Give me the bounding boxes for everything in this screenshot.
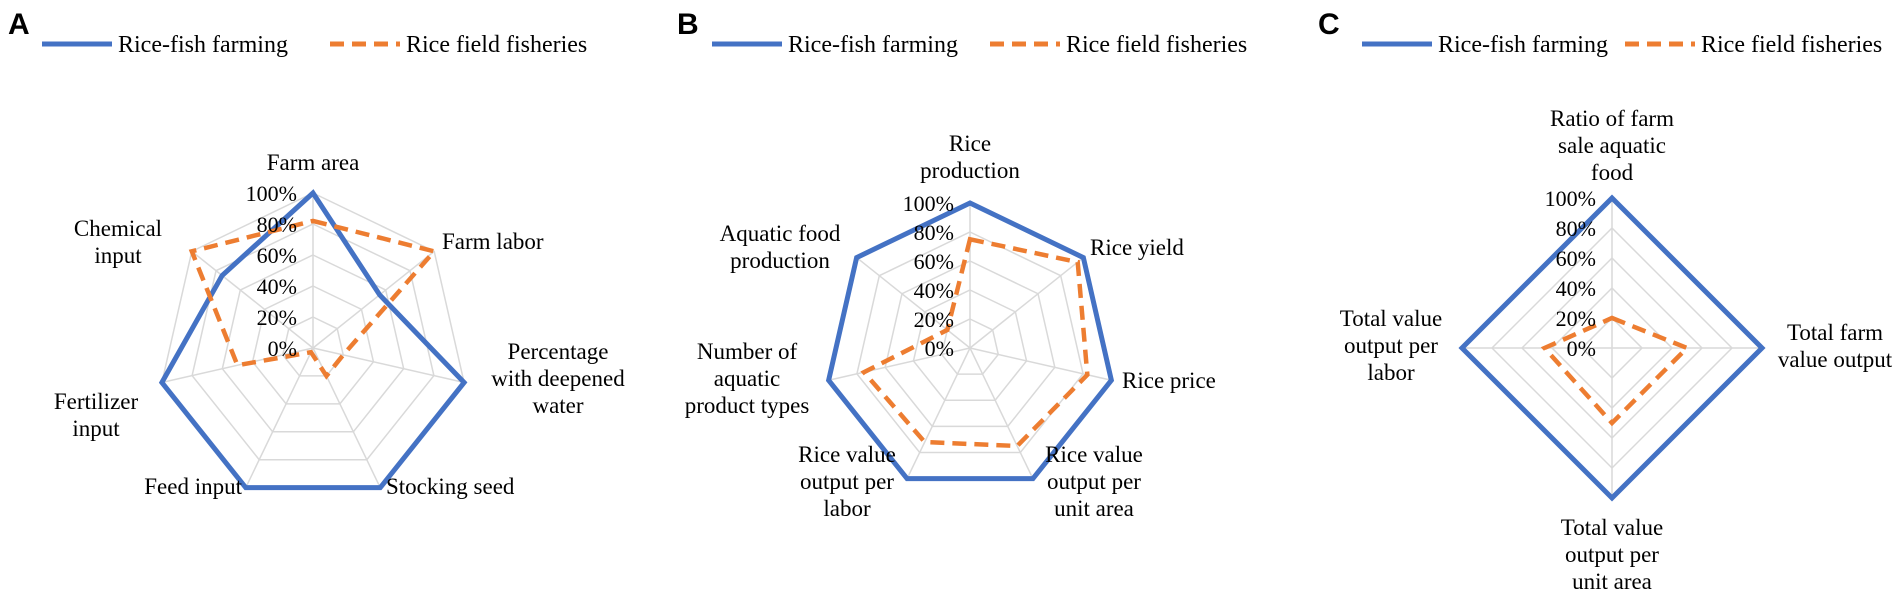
radial-tick-label: 100% [903, 191, 954, 216]
axis-spoke [312, 347, 465, 384]
grid-ring [856, 231, 1084, 454]
series-polygon-rice-fish-farming [1458, 194, 1766, 502]
radial-tick-label: 80% [1556, 216, 1596, 241]
radial-tick-label: 100% [1545, 186, 1596, 211]
radial-tick-label: 60% [914, 249, 954, 274]
radial-tick-label: 40% [914, 278, 954, 303]
radial-tick-label: 20% [257, 305, 297, 330]
grid-ring [884, 260, 1056, 428]
axis-spoke [191, 250, 314, 349]
panel-letter: C [1318, 8, 1340, 41]
grid-ring [251, 285, 375, 405]
radial-tick-label: 0% [925, 336, 954, 361]
axis-spoke [856, 257, 971, 349]
radial-tick-label: 60% [1556, 246, 1596, 271]
legend: Rice-fish farming Rice field fisheries [42, 32, 587, 58]
radial-tick-label: 80% [257, 212, 297, 237]
legend-entry: Rice-fish farming [118, 32, 288, 58]
radial-tick-label: 20% [914, 307, 954, 332]
axis-label: Rice price [1122, 368, 1216, 393]
grid-ring [912, 289, 1028, 402]
radial-tick-label: 0% [1567, 336, 1596, 361]
radial-tick-label: 100% [246, 181, 297, 206]
legend-entry: Rice field fisheries [1701, 32, 1882, 58]
legend-entry: Rice field fisheries [406, 32, 587, 58]
axis-spoke [312, 250, 435, 349]
grid-ring [281, 316, 345, 377]
radial-tick-label: 20% [1556, 306, 1596, 331]
legend: Rice-fish farming Rice field fisheries [1362, 32, 1882, 58]
radar-panel-b: B Rice-fish farming Rice field fisheries 0%… [677, 8, 1247, 521]
series-polygon-rice-fish-farming [825, 200, 1115, 482]
series-polygon-rice-field-fisheries [188, 218, 439, 380]
axis-label: Feed input [144, 474, 242, 499]
grid-ring [191, 223, 435, 461]
axis-label: Stocking seed [386, 474, 515, 499]
axis-spoke [245, 347, 314, 488]
series-polygon-rice-fish-farming [158, 189, 468, 491]
legend: Rice-fish farming Rice field fisheries [712, 32, 1247, 58]
axis-label: Farm labor [442, 229, 544, 254]
axis-spoke [828, 347, 971, 381]
axis-spoke [906, 347, 971, 479]
legend-entry: Rice field fisheries [1066, 32, 1247, 58]
axis-spoke [969, 257, 1084, 349]
series-polygon-rice-field-fisheries [1540, 315, 1692, 427]
axis-spoke [969, 347, 1034, 479]
radial-tick-label: 40% [1556, 276, 1596, 301]
radial-tick-label: 80% [914, 220, 954, 245]
radar-panel-c: C Rice-fish farming Rice field fisheries 0%… [1318, 8, 1893, 594]
panel-letter: A [8, 8, 30, 41]
radial-tick-label: 40% [257, 274, 297, 299]
axis-label: Rice yield [1090, 235, 1184, 260]
axis-spoke [161, 347, 314, 384]
radar-panel-a: A Rice-fish farming Rice field fisheries 0%… [8, 8, 625, 499]
panel-letter: B [677, 8, 699, 41]
legend-entry: Rice-fish farming [1438, 32, 1608, 58]
legend-entry: Rice-fish farming [788, 32, 958, 58]
radial-tick-label: 0% [268, 336, 297, 361]
grid-ring [940, 318, 1000, 375]
axis-label: Farm area [267, 150, 360, 175]
radial-tick-label: 60% [257, 243, 297, 268]
